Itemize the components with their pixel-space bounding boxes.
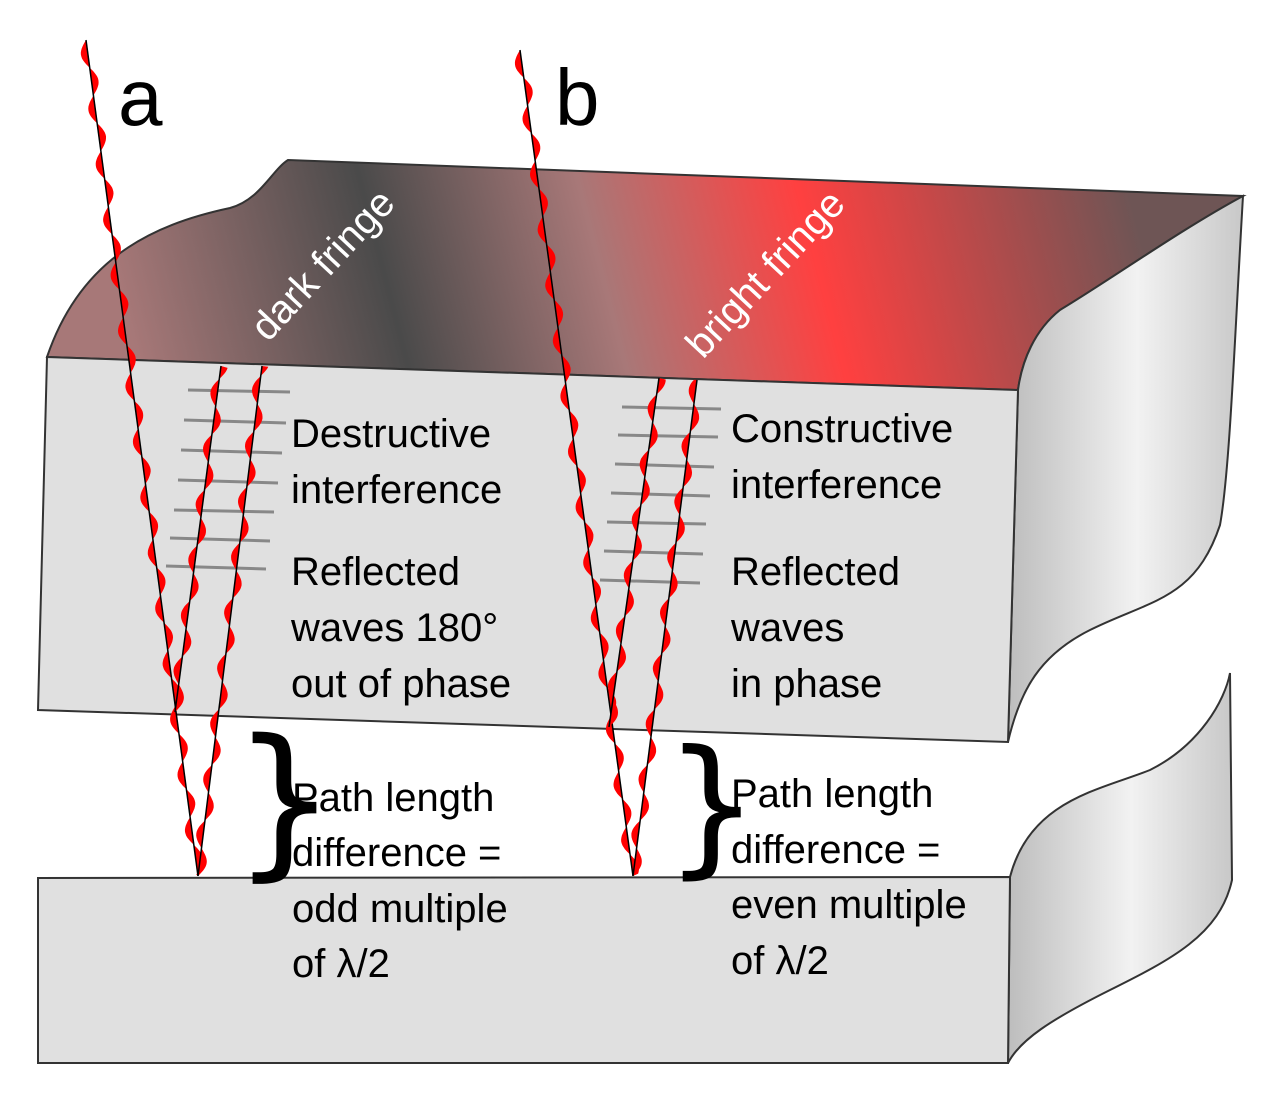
case-a-path-line-4: of λ/2: [292, 942, 390, 986]
ray-b-reflect-1-axis: [632, 379, 698, 877]
case-a-phase-text: Reflected waves 180° out of phase: [290, 550, 511, 706]
case-a-path-line-1: Path length: [292, 776, 494, 820]
brace-b: }: [664, 719, 759, 893]
case-b-interference-text: Constructive interference: [731, 407, 953, 507]
light-waves: [80, 39, 700, 877]
case-a-phase-line-3: out of phase: [291, 662, 511, 706]
case-b-path-line-4: of λ/2: [731, 939, 829, 983]
case-a-interference-line-1: Destructive: [291, 412, 491, 456]
case-b-path-line-3: even multiple: [731, 883, 967, 927]
case-a-phase-line-2: waves 180°: [290, 606, 498, 650]
wavefronts-b: [599, 405, 722, 585]
ray-a-reflect-2-axis: [174, 365, 222, 713]
ray-b-incident-axis: [519, 49, 634, 877]
ray-a-reflect-1-axis: [197, 365, 263, 877]
ray-a-incident-axis: [85, 39, 199, 877]
case-a-path-line-2: difference =: [292, 831, 501, 875]
case-b-path-line-2: difference =: [731, 828, 940, 872]
case-b-letter: b: [555, 53, 600, 142]
bottom-plate-front: [37, 875, 1012, 1064]
case-b-interference-line-1: Constructive: [731, 407, 953, 451]
case-b-path-text: Path length difference = even multiple o…: [731, 772, 967, 983]
case-b-phase-line-2: waves: [730, 606, 844, 650]
ray-b-reflect-2-axis: [608, 377, 660, 728]
ray-a-reflect-2-wave: [173, 366, 228, 712]
ray-b-reflect-2-wave: [607, 378, 666, 727]
wavefronts-a: [165, 388, 291, 571]
case-a-interference-text: Destructive interference: [291, 412, 502, 512]
top-plate-side: [1007, 194, 1245, 743]
brace-a: }: [232, 704, 337, 896]
bottom-plate-side: [1007, 672, 1234, 1064]
case-b-path-line-1: Path length: [731, 772, 933, 816]
case-a-path-text: Path length difference = odd multiple of…: [292, 776, 508, 986]
case-a-phase-line-1: Reflected: [291, 550, 460, 594]
case-b-interference-line-2: interference: [731, 463, 942, 507]
case-b-phase-line-1: Reflected: [731, 550, 900, 594]
case-a-letter: a: [118, 53, 163, 142]
case-b-phase-text: Reflected waves in phase: [730, 550, 900, 706]
case-b-phase-line-3: in phase: [731, 662, 882, 706]
case-a-interference-line-2: interference: [291, 468, 502, 512]
top-plate-front: [36, 355, 1020, 744]
case-a-path-line-3: odd multiple: [292, 887, 508, 931]
